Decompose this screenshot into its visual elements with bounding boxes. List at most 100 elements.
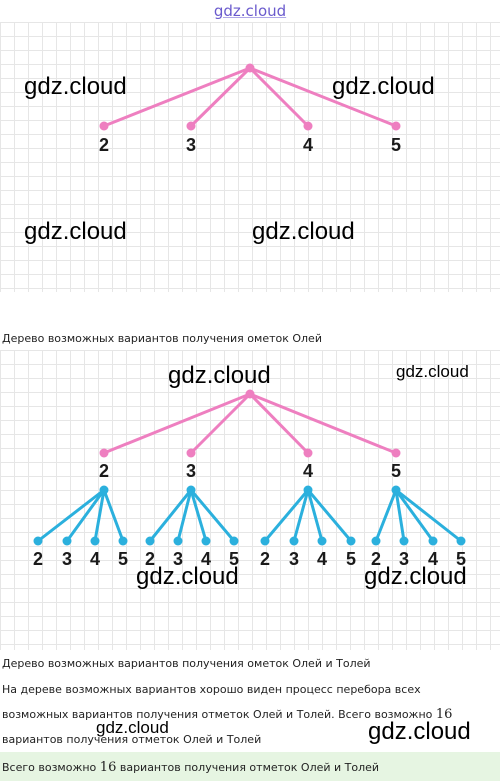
tree2-branch-node <box>391 485 401 495</box>
tree2-edge-level2 <box>36 488 106 543</box>
explanation-text: На дереве возможных вариантов хорошо вид… <box>2 677 472 752</box>
watermark-8: gdz.cloud <box>364 563 467 590</box>
tree2-level1-label: 4 <box>303 461 313 481</box>
tree1-root-node <box>245 63 255 73</box>
watermark-10: gdz.cloud <box>368 718 471 745</box>
tree2-leaf-label: 2 <box>145 549 155 569</box>
tree2-leaf-node <box>371 536 381 546</box>
tree1-leaf-label: 5 <box>391 135 401 155</box>
tree2-edge-level1 <box>102 392 252 455</box>
tree1-leaf-node <box>186 121 196 131</box>
tree2-leaf-label: 4 <box>428 549 438 569</box>
tree2-leaf-node <box>145 536 155 546</box>
tree2-edge-level1 <box>189 392 252 455</box>
tree2-leaf-label: 3 <box>173 549 183 569</box>
watermark-7: gdz.cloud <box>136 563 239 590</box>
watermark-4: gdz.cloud <box>252 218 355 245</box>
tree2-leaf-node <box>317 536 327 546</box>
tree2-level1-label: 3 <box>186 461 196 481</box>
tree2-level1-node <box>186 448 196 458</box>
tree2-leaf-label: 3 <box>399 549 409 569</box>
tree2-edge-level2 <box>93 488 106 543</box>
tree2-leaf-label: 4 <box>201 549 211 569</box>
tree2-leaf-node <box>229 536 239 546</box>
watermark-6: gdz.cloud <box>396 362 469 381</box>
explanation-part1: На дереве возможных вариантов хорошо вид… <box>2 683 436 721</box>
tree2-leaf-node <box>33 536 43 546</box>
tree2-edge-level2 <box>306 488 324 543</box>
tree2-leaf-label: 5 <box>456 549 466 569</box>
tree2-level1-node <box>391 448 401 458</box>
tree1-leaf-label: 2 <box>99 135 109 155</box>
caption-2: Дерево возможных вариантов получения оме… <box>2 657 371 670</box>
tree2-level1-node <box>303 448 313 458</box>
tree2-leaf-node <box>118 536 128 546</box>
answer-suffix: вариантов получения отметок Олей и Толей <box>116 761 380 774</box>
answer-bar: Всего возможно 16 вариантов получения от… <box>0 752 500 781</box>
tree1-leaf-label: 3 <box>186 135 196 155</box>
tree2-level1-label: 2 <box>99 461 109 481</box>
tree2-edge-level2 <box>306 488 353 543</box>
tree2-leaf-node <box>173 536 183 546</box>
tree2-edge-level2 <box>65 488 106 543</box>
tree2-leaf-node <box>201 536 211 546</box>
tree2-edge-level2 <box>374 488 398 543</box>
answer-prefix: Всего возможно <box>2 761 100 774</box>
watermark-2: gdz.cloud <box>332 73 435 100</box>
tree2-leaf-node <box>456 536 466 546</box>
watermark-3: gdz.cloud <box>24 218 127 245</box>
caption-1: Дерево возможных вариантов получения оме… <box>2 332 322 345</box>
tree-panel-1: 2 3 4 5 <box>0 22 500 292</box>
tree2-leaf-node <box>62 536 72 546</box>
tree1-leaf-node <box>303 121 313 131</box>
tree2-leaf-label: 4 <box>90 549 100 569</box>
tree2-leaf-label: 2 <box>260 549 270 569</box>
explanation-number: 16 <box>435 707 453 722</box>
explanation-part2: вариантов получения отметок Олей и Толей <box>2 733 262 746</box>
watermark-top: gdz.cloud <box>213 2 287 20</box>
tree2-branch-node <box>303 485 313 495</box>
tree2-root-node <box>245 389 255 399</box>
tree2-edge-level2 <box>189 488 208 543</box>
tree2-leaf-node <box>90 536 100 546</box>
tree2-edge-level2 <box>176 488 193 543</box>
watermark-9: gdz.cloud <box>96 718 169 737</box>
tree1-edge <box>102 66 252 128</box>
tree2-leaf-label: 5 <box>346 549 356 569</box>
tree2-edge-level2 <box>189 488 236 543</box>
tree2-edge-level2 <box>394 488 406 543</box>
tree2-level1-label: 5 <box>391 461 401 481</box>
tree2-leaf-node <box>260 536 270 546</box>
tree2-edge-level2 <box>263 488 310 543</box>
tree1-leaf-node <box>99 121 109 131</box>
tree2-edge-level1 <box>248 392 398 455</box>
tree2-branch-node <box>99 485 109 495</box>
tree2-edge-level2 <box>148 488 193 543</box>
answer-text: Всего возможно 16 вариантов получения от… <box>2 760 379 775</box>
tree1-edge <box>248 66 310 128</box>
watermark-5: gdz.cloud <box>168 362 271 389</box>
tree2-edge-level2 <box>394 488 463 543</box>
tree2-leaf-node <box>399 536 409 546</box>
tree-1: 2 3 4 5 <box>99 63 401 155</box>
tree2-leaf-label: 5 <box>118 549 128 569</box>
tree2-leaf-label: 5 <box>229 549 239 569</box>
tree2-leaf-label: 4 <box>317 549 327 569</box>
tree2-leaf-node <box>289 536 299 546</box>
tree2-edge-level2 <box>394 488 435 543</box>
tree2-leaf-node <box>428 536 438 546</box>
tree1-leaf-label: 4 <box>303 135 313 155</box>
tree1-leaf-node <box>391 121 401 131</box>
tree2-leaf-label: 2 <box>33 549 43 569</box>
tree2-edge-level1 <box>248 392 310 455</box>
tree1-edge <box>248 66 398 128</box>
tree2-leaf-label: 3 <box>62 549 72 569</box>
tree2-leaf-label: 2 <box>371 549 381 569</box>
tree2-leaf-node <box>346 536 356 546</box>
answer-number: 16 <box>99 760 117 775</box>
watermark-1: gdz.cloud <box>24 73 127 100</box>
tree2-level1-node <box>99 448 109 458</box>
tree2-edge-level2 <box>102 488 125 543</box>
